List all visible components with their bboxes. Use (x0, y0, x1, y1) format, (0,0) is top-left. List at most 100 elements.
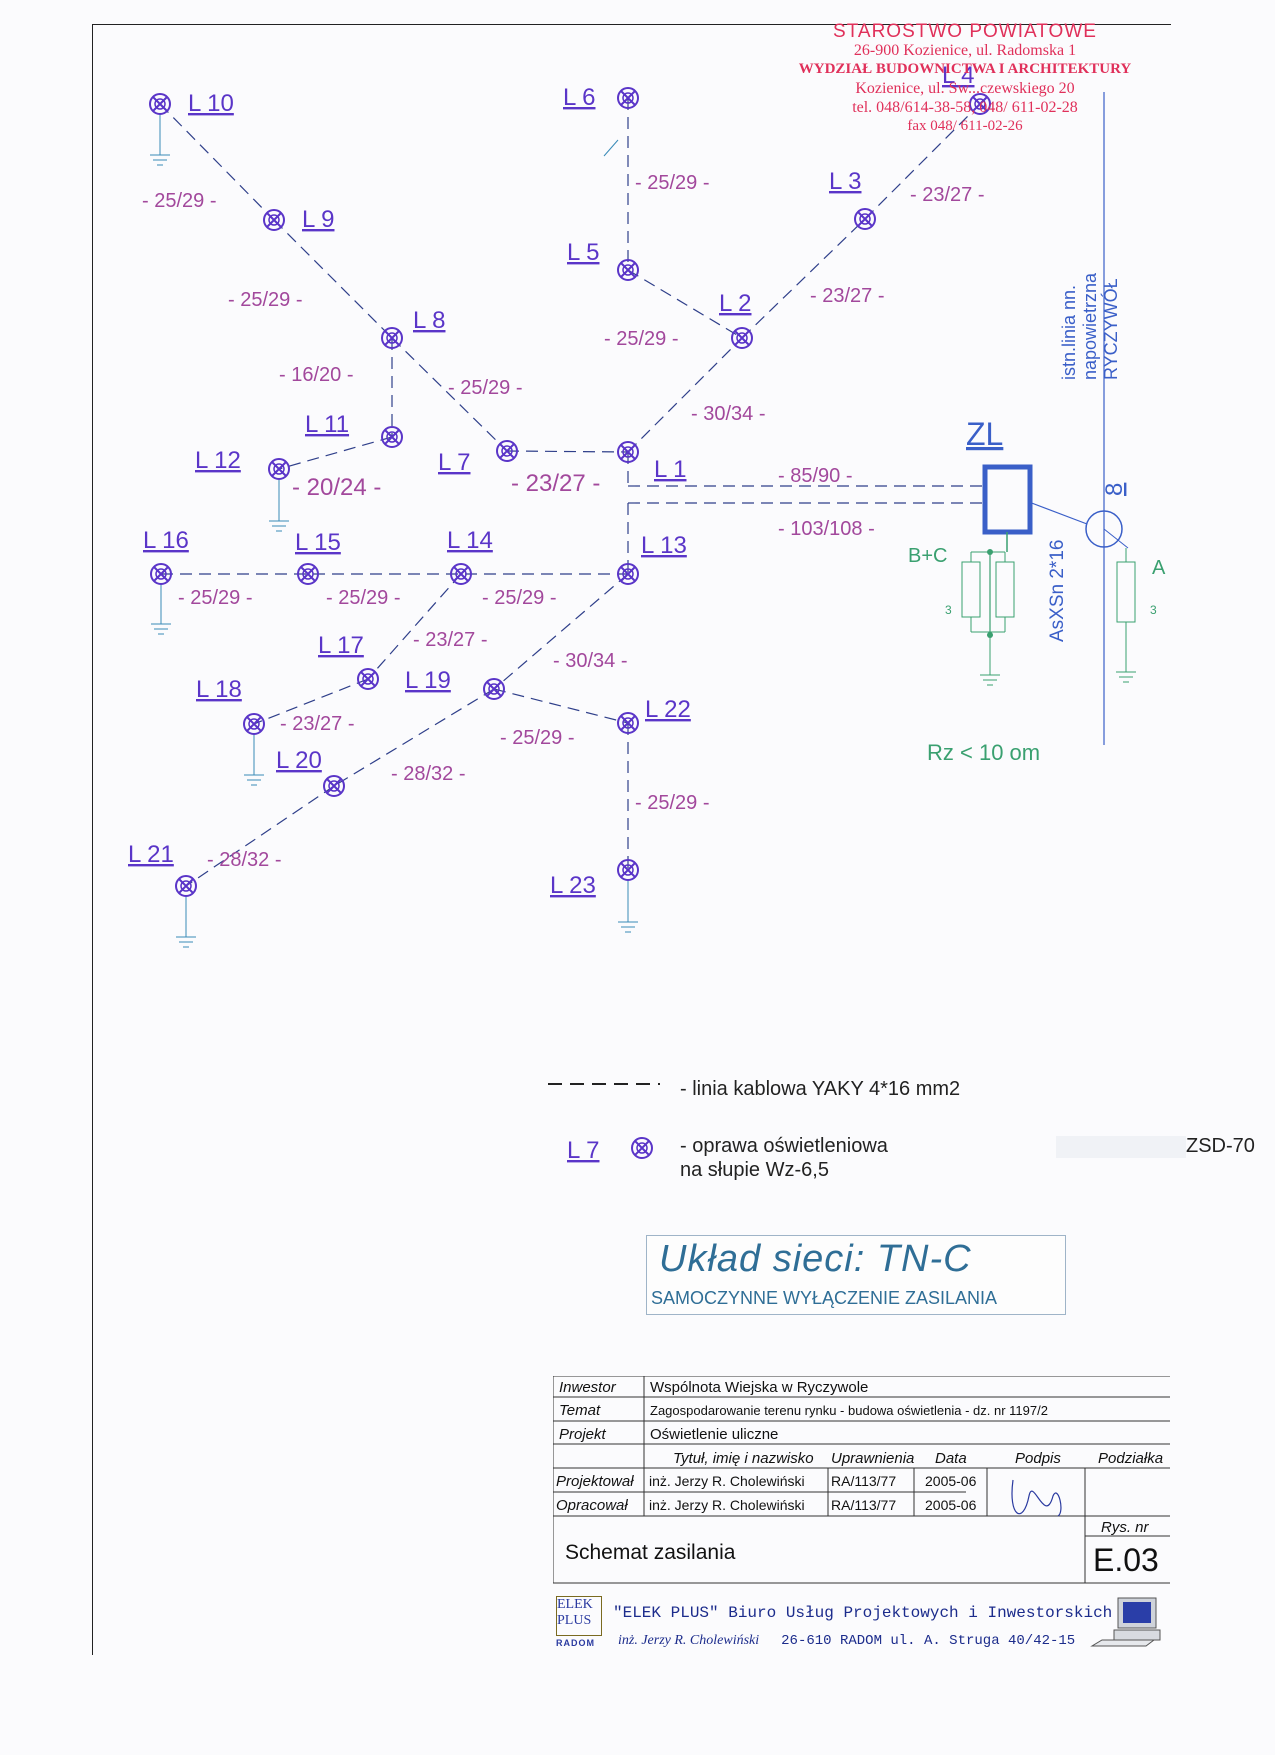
cable-label: - 25/29 - (326, 587, 400, 609)
cable-label: - 23/27 - (511, 470, 600, 497)
inwestor-key: Inwestor (559, 1379, 616, 1396)
lamp-label-l18: L 18 (196, 676, 242, 703)
projektowal-uprawnienia: RA/113/77 (831, 1473, 897, 1489)
header-uprawnienia: Uprawnienia (831, 1450, 915, 1467)
legend-lamp-text: - oprawa oświetleniowa (680, 1135, 888, 1157)
lamp-label-l4: L 4 (942, 62, 974, 89)
legend-erased-patch (1056, 1135, 1186, 1158)
lamp-icon-l5 (617, 259, 639, 281)
logo-bottom: PLUS (557, 1613, 592, 1628)
lamp-label-l1: L 1 (654, 456, 686, 483)
temat-value: Zagospodarowanie terenu rynku - budowa o… (650, 1403, 1048, 1418)
lamp-label-l6: L 6 (563, 84, 595, 111)
firm-address: 26-610 RADOM ul. A. Struga 40/42-15 (781, 1633, 1076, 1649)
rys-key: Rys. nr (1101, 1519, 1149, 1536)
logo-top: ELEK (557, 1597, 593, 1612)
legend-lamp-code: ZSD-70 (1186, 1135, 1255, 1157)
opracowal-key: Opracował (556, 1497, 628, 1514)
cable-label: - 25/29 - (142, 190, 216, 212)
stamp-line-6: fax 048/ 611-02-26 (907, 118, 1023, 134)
stamp-line-5: tel. 048/614-38-58, 048/ 611-02-28 (852, 99, 1078, 116)
header-podzialka: Podziałka (1098, 1450, 1164, 1467)
cable-label: - 28/32 - (391, 763, 465, 785)
temat-key: Temat (559, 1402, 601, 1419)
legend-lamp: - oprawa oświetleniowa na słupie Wz-6,5 … (680, 1134, 1255, 1182)
network-title: Układ sieci: TN-C (659, 1238, 972, 1280)
lamp-icon-l9 (263, 209, 285, 231)
opracowal-uprawnienia: RA/113/77 (831, 1497, 897, 1513)
header-name: Tytuł, imię i nazwisko (673, 1450, 814, 1467)
lamp-icon-l12 (268, 458, 290, 480)
lamp-label-l13: L 13 (641, 532, 687, 559)
cable-label: - 30/34 - (553, 650, 627, 672)
lamp-icon-l19 (483, 678, 505, 700)
stamp-line-3: WYDZIAŁ BUDOWNICTWA I ARCHITEKTURY (798, 61, 1132, 77)
zl-label: ZL (966, 416, 1003, 452)
projektowal-key: Projektował (556, 1473, 634, 1490)
a-label: A (1152, 557, 1166, 579)
cable-label: - 23/27 - (910, 184, 984, 206)
cable-label: - 25/29 - (635, 172, 709, 194)
lamp-label-l3: L 3 (829, 168, 861, 195)
lamp-label-l10: L 10 (188, 90, 234, 117)
pole-number: 8 (1101, 483, 1128, 496)
lamp-label-l7: L 7 (438, 449, 470, 476)
title-block-grid (553, 1376, 1170, 1584)
lamp-icon-l2 (731, 327, 753, 349)
lamp-label-l16: L 16 (143, 527, 189, 554)
supply-cable-label: AsXSn 2*16 (1047, 540, 1068, 642)
stamp-line-4: Kozienice, ul. Sw...czewskiego 20 (855, 80, 1075, 97)
cable-label: - 30/34 - (691, 403, 765, 425)
lamp-label-l23: L 23 (550, 872, 596, 899)
cable-label: - 23/27 - (413, 629, 487, 651)
cable-label: - 25/29 - (482, 587, 556, 609)
supply-lines (961, 92, 1136, 745)
lamp-icon-l20 (323, 775, 345, 797)
header-data: Data (935, 1450, 967, 1467)
lamp-icon-l11 (381, 426, 403, 448)
existing-line-3: RYCZYWÓŁ (1100, 278, 1121, 380)
stamp-line-1: STAROSTWO POWIATOWE (833, 21, 1097, 42)
projekt-key: Projekt (559, 1426, 606, 1443)
cable-label: - 25/29 - (448, 377, 522, 399)
lamp-label-l17: L 17 (318, 632, 364, 659)
drawing-frame (92, 24, 1171, 1655)
lamp-label-l11: L 11 (305, 411, 349, 438)
network-subtitle: SAMOCZYNNE WYŁĄCZENIE ZASILANIA (651, 1288, 998, 1308)
lamp-label-l8: L 8 (413, 307, 445, 334)
fuse-rating-bc: 3 (945, 603, 952, 617)
network-system-box: Układ sieci: TN-C SAMOCZYNNE WYŁĄCZENIE … (646, 1235, 1066, 1315)
cable-label: - 25/29 - (635, 792, 709, 814)
cable-label: - 25/29 - (178, 587, 252, 609)
lamp-label-l12: L 12 (195, 447, 241, 474)
legend-cable-text: - linia kablowa YAKY 4*16 mm2 (680, 1078, 961, 1100)
lamp-label-l9: L 9 (302, 206, 334, 233)
firm-signature: inż. Jerzy R. Cholewiński (618, 1633, 760, 1648)
legend-lamp-icon (631, 1137, 653, 1159)
lamp-label-l14: L 14 (447, 527, 493, 554)
existing-line-1: istn.linia nn. (1059, 285, 1079, 380)
lamp-icon-l10 (149, 93, 171, 115)
projektowal-name: inż. Jerzy R. Cholewiński (649, 1473, 805, 1489)
computer-icon (1090, 1597, 1161, 1647)
cable-lines (159, 98, 985, 887)
opracowal-date: 2005-06 (925, 1497, 977, 1513)
firm-address-line: inż. Jerzy R. Cholewiński 26-610 RADOM ul… (618, 1633, 1075, 1649)
lamp-icon-l17 (357, 668, 379, 690)
stamp-line-2: 26-900 Kozienice, ul. Radomska 1 (853, 42, 1077, 59)
firm-name: "ELEK PLUS" Biuro Usług Projektowych i I… (613, 1604, 1113, 1622)
cable-label: - 23/27 - (280, 713, 354, 735)
lamp-icon-l3 (854, 208, 876, 230)
projektowal-date: 2005-06 (925, 1473, 977, 1489)
header-podpis: Podpis (1015, 1450, 1061, 1467)
elek-plus-logo: ELEK PLUS RADOM (556, 1596, 602, 1648)
fuse-rating-a: 3 (1150, 603, 1157, 617)
existing-line-2: napowietrzna (1080, 272, 1100, 380)
lamp-label-l2: L 2 (719, 290, 751, 317)
drawing-number: E.03 (1093, 1542, 1159, 1578)
signature-scribble (1011, 1479, 1062, 1517)
drawing-title: Schemat zasilania (565, 1541, 736, 1564)
lamp-label-l20: L 20 (276, 747, 322, 774)
